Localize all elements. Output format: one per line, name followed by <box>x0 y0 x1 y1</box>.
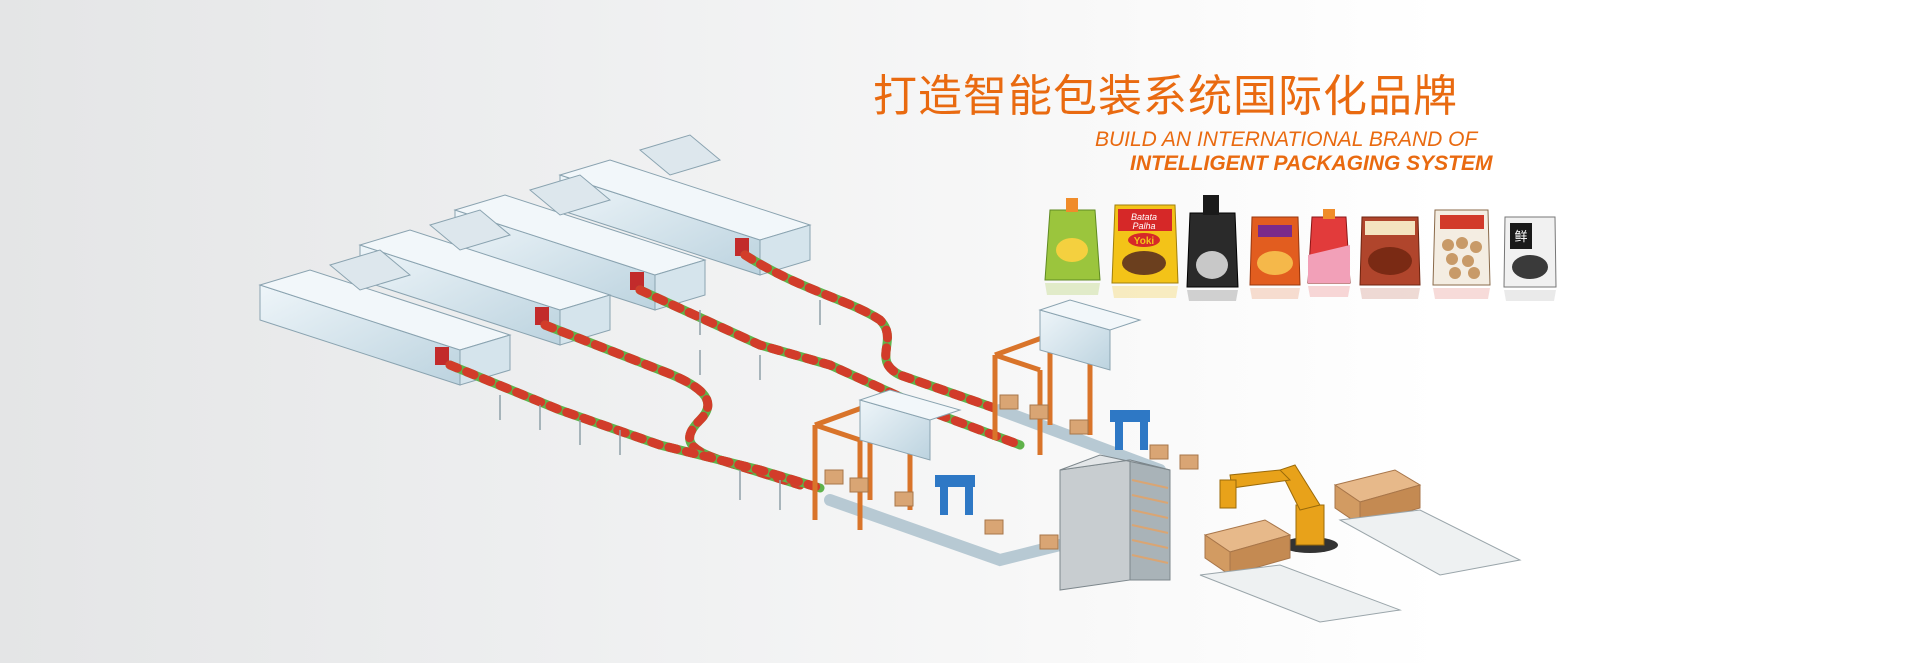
svg-text:Batata: Batata <box>1131 212 1157 222</box>
pallet-outfeed-conveyors <box>1199 509 1522 623</box>
product-spout-pouch-juice <box>1044 198 1101 295</box>
sealing-machine-1 <box>1038 299 1142 371</box>
product-meat-bag <box>1359 216 1421 299</box>
fresh-pack-label: 鲜 <box>1514 230 1527 245</box>
product-spout-pouch-black <box>1186 195 1239 301</box>
sealing-machine-2 <box>858 389 962 461</box>
svg-text:Palha: Palha <box>1132 221 1155 231</box>
palletizing-robot <box>1219 464 1338 553</box>
product-meatball-bag <box>1432 209 1491 299</box>
pallet-tower <box>1059 454 1171 591</box>
case-taping-machine-1 <box>1110 410 1150 450</box>
product-fresh-pack: 鲜 <box>1503 216 1557 301</box>
banner-title-en-line1: BUILD AN INTERNATIONAL BRAND OF <box>1095 128 1478 151</box>
packaging-machine-2 <box>358 209 612 346</box>
product-showcase: Batata Palha Yoki <box>1044 195 1557 301</box>
product-snack-bag-orange <box>1249 216 1301 299</box>
packaging-machine-1 <box>258 249 512 386</box>
case-taping-machine-2 <box>935 475 975 515</box>
pallet-1 <box>1203 519 1292 576</box>
svg-text:Yoki: Yoki <box>1134 236 1155 247</box>
conveyor-lines <box>445 250 1166 567</box>
banner-title-cn: 打造智能包装系统国际化品牌 <box>873 71 1458 122</box>
product-jelly-pouch <box>1307 209 1351 297</box>
banner-title-en-line2: INTELLIGENT PACKAGING SYSTEM <box>1130 152 1493 175</box>
conveyor-supports <box>499 300 821 510</box>
product-batata-palha-bag: Batata Palha Yoki <box>1111 204 1179 298</box>
pallet-2 <box>1333 469 1422 526</box>
cartons <box>824 394 1199 550</box>
